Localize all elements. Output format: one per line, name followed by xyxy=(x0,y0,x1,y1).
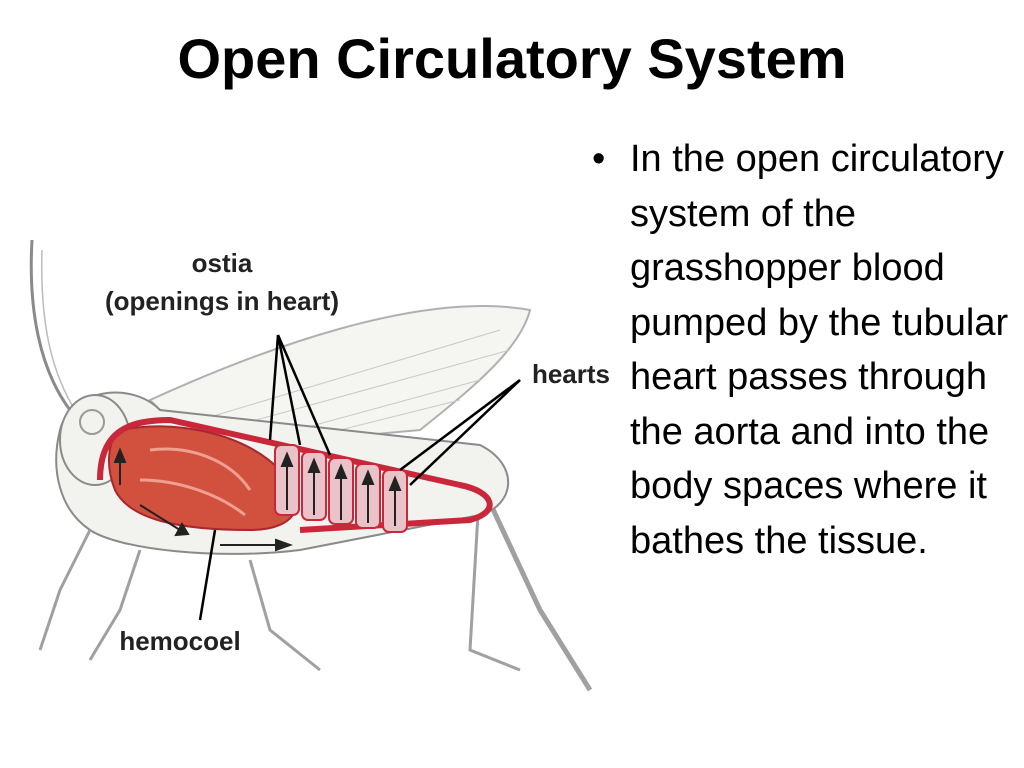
flow-arrows xyxy=(113,447,402,552)
ostia-sublabel: (openings in heart) xyxy=(105,286,339,316)
front-legs xyxy=(38,529,321,672)
ostia-label: ostia xyxy=(192,248,253,278)
heart-tube xyxy=(97,416,493,533)
bullet-list: • In the open circulatory system of the … xyxy=(592,132,1022,568)
hemocoel-label: hemocoel xyxy=(119,626,240,656)
antenna xyxy=(29,239,72,411)
bullet-text: In the open circulatory system of the gr… xyxy=(630,138,1009,562)
gut xyxy=(108,425,298,532)
eye xyxy=(79,409,105,435)
leader-lines xyxy=(198,334,521,621)
bullet-marker: • xyxy=(592,138,606,180)
grasshopper-diagram: ostia (openings in heart) hearts hemocoe… xyxy=(29,239,610,692)
hearts-label: hearts xyxy=(532,359,610,389)
slide-title: Open Circulatory System xyxy=(177,27,847,90)
